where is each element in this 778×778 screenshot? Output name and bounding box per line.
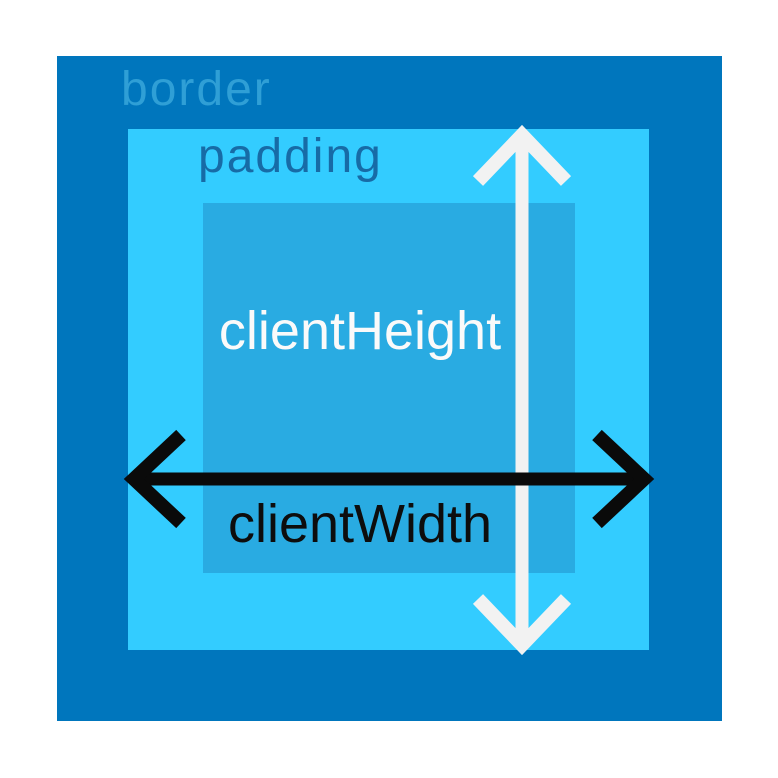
border-box-label: border [121, 63, 272, 116]
padding-box-label: padding [198, 130, 383, 183]
content-box [203, 203, 575, 573]
client-height-label: clientHeight [218, 301, 502, 361]
client-width-label: clientWidth [227, 494, 493, 554]
